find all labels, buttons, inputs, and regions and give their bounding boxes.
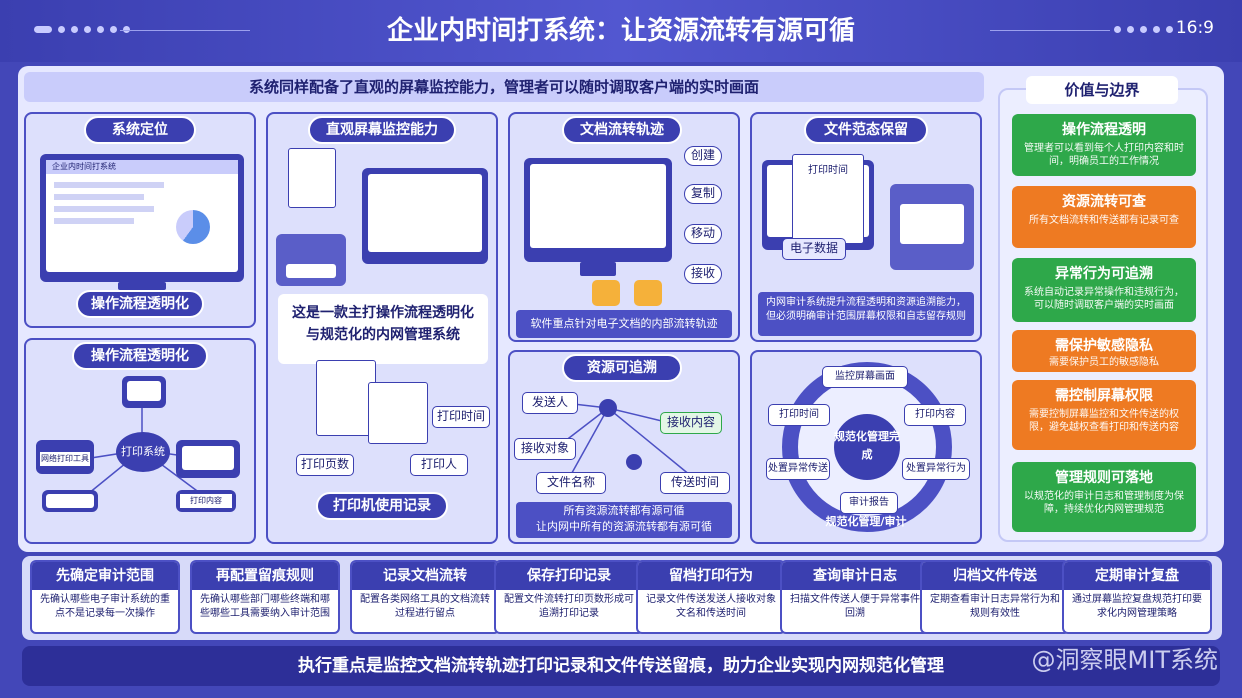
print-system-node: 打印系统 [116,432,170,472]
value-card-abnormal: 异常行为可追溯 系统自动记录异常操作和违规行为，可以随时调取客户端的实时画面 [1012,258,1196,322]
file-document-icon: 打印时间 [792,154,864,244]
caption-traceable-1: 所有资源流转都有源可循 [563,504,685,517]
panel-system-positioning: 企业内时间打系统 [24,112,256,328]
tag-electronic-data: 电子数据 [782,238,846,260]
step-card-7: 归档文件传送定期查看审计日志异常行为和规则有效性 [920,560,1070,634]
printer-monitor-icon [176,440,240,478]
printer-icon-file [890,184,974,270]
panel-title-file-preservation: 文件范态保留 [804,116,928,144]
step-card-4: 保存打印记录配置文件流转打印页数形成可追溯打印记录 [494,560,644,634]
panel-process-transparency: 打印系统 网络打印工具 打印内容 [24,338,256,544]
cycle-label-screen: 监控屏幕画面 [822,366,908,388]
header-dots-left [34,26,130,33]
step-card-1: 先确定审计范围先确认哪些电子审计系统的重点不是记录每一次操作 [30,560,180,634]
tag-transfer-time: 传送时间 [660,472,730,494]
cycle-label-abnormal-transfer: 处置异常传送 [766,458,830,480]
header-line-right [990,30,1110,31]
cycle-label-audit-report: 审计报告 [840,492,898,514]
monitor-icon-doc [524,158,672,262]
tag-recipient: 接收对象 [514,438,576,460]
value-card-rules: 管理规则可落地 以规范化的审计日志和管理制度为保障，持续优化内网管理规范 [1012,462,1196,532]
step-card-2: 再配置留痕规则先确认哪些部门哪些终端和哪些哪些工具需要纳入审计范围 [190,560,340,634]
desktop-icon-right: 打印内容 [176,490,236,512]
cycle-ring-label: 规范化管理/审计 [825,515,907,528]
value-boundary-title: 价值与边界 [1026,76,1178,104]
tag-print-time: 打印时间 [432,406,490,428]
cycle-center: 规范化管理完成 [834,414,900,480]
value-card-privacy: 需保护敏感隐私 需要保护员工的敏感隐私 [1012,330,1196,372]
step-card-6: 查询审计日志扫描文件传送人便于异常事件回溯 [780,560,930,634]
panel-label-process-transparency: 操作流程透明化 [76,290,204,318]
step-receive: 接收 [684,264,722,284]
monitor-stand [118,282,166,290]
panel-title-system-positioning: 系统定位 [84,116,196,144]
step-card-8: 定期审计复盘通过屏幕监控复盘规范打印要求化内网管理策略 [1062,560,1212,634]
monitor-stand-doc [580,262,616,276]
panel-file-preservation: 打印时间 电子数据 内网审计系统提升流程透明和资源追溯能力，但必须明确审计范围屏… [750,112,982,342]
desktop-icon-left [42,490,98,512]
step-card-3: 记录文档流转配置各类网络工具的文档流转过程进行留点 [350,560,500,634]
monitor-icon: 企业内时间打系统 [40,154,244,282]
header-bar [0,0,1242,62]
value-card-transparent: 操作流程透明 管理者可以看到每个人打印内容和时间，明确员工的工作情况 [1012,114,1196,176]
print-document-icon [316,360,376,436]
monitor-screen: 企业内时间打系统 [46,160,238,272]
caption-file-preservation: 内网审计系统提升流程透明和资源追溯能力，但必须明确审计范围屏幕权限和自志留存规则 [758,292,974,336]
caption-bg [516,502,732,538]
value-card-traceable: 资源流转可查 所有文档流转和传送都有记录可查 [1012,186,1196,248]
monitor-icon-large [362,168,488,264]
panel-title-screen-monitoring: 直观屏幕监控能力 [308,116,456,144]
step-move: 移动 [684,224,722,244]
panel-title-resource-traceability: 资源可追溯 [562,354,682,382]
step-card-5: 留档打印行为记录文件传送发送人接收对象文名和传送时间 [636,560,786,634]
panel-title-document-flow: 文档流转轨迹 [562,116,682,144]
cycle-label-print-time: 打印时间 [768,404,830,426]
cycle-label-abnormal-behavior: 处置异常行为 [902,458,970,480]
print-document-icon-2 [368,382,428,444]
server-icon [122,376,166,408]
step-create: 创建 [684,146,722,166]
footer-summary: 执行重点是监控文档流转轨迹打印记录和文件传送留痕，助力企业实现内网规范化管理 [22,646,1220,686]
header-line-left [120,30,250,31]
cycle-label-print-content: 打印内容 [904,404,966,426]
panel-title-printer-usage: 打印机使用记录 [316,492,448,520]
document-icon [288,148,336,208]
value-card-screen-permission: 需控制屏幕权限 需要控制屏幕监控和文件传送的权限，避免越权查看打印和传送内容 [1012,380,1196,450]
tag-printer-user: 打印人 [410,454,468,476]
page-title: 企业内时间打系统：让资源流转有源可循 [386,16,855,46]
tag-received-content: 接收内容 [660,412,722,434]
caption-traceable-2: 让内网中所有的资源流转都有源可循 [536,520,712,533]
panel-screen-monitoring: 这是一款主打操作流程透明化与规范化的内网管理系统 [266,112,498,544]
watermark: @洞察眼MIT系统 [1031,646,1218,674]
step-copy: 复制 [684,184,722,204]
system-description: 这是一款主打操作流程透明化与规范化的内网管理系统 [278,294,488,364]
box-icon-2 [634,280,662,306]
screen-title: 企业内时间打系统 [46,160,238,174]
panel-title-process-transparency: 操作流程透明化 [72,342,208,370]
tag-print-pages: 打印页数 [296,454,354,476]
pie-chart-icon [176,210,210,244]
tag-file-name: 文件名称 [536,472,606,494]
printer-icon [276,234,346,286]
header-dots-right [1114,26,1173,33]
subtitle-banner: 系统同样配备了直观的屏幕监控能力，管理者可以随时调取客户端的实时画面 [24,72,984,102]
tag-sender: 发送人 [522,392,578,414]
aspect-ratio-label: 16:9 [1175,18,1214,38]
caption-document-flow: 软件重点针对电子文档的内部流转轨迹 [516,310,732,338]
box-icon-1 [592,280,620,306]
laptop-icon: 网络打印工具 [36,440,94,474]
panel-management-cycle: 规范化管理完成 [750,350,982,544]
